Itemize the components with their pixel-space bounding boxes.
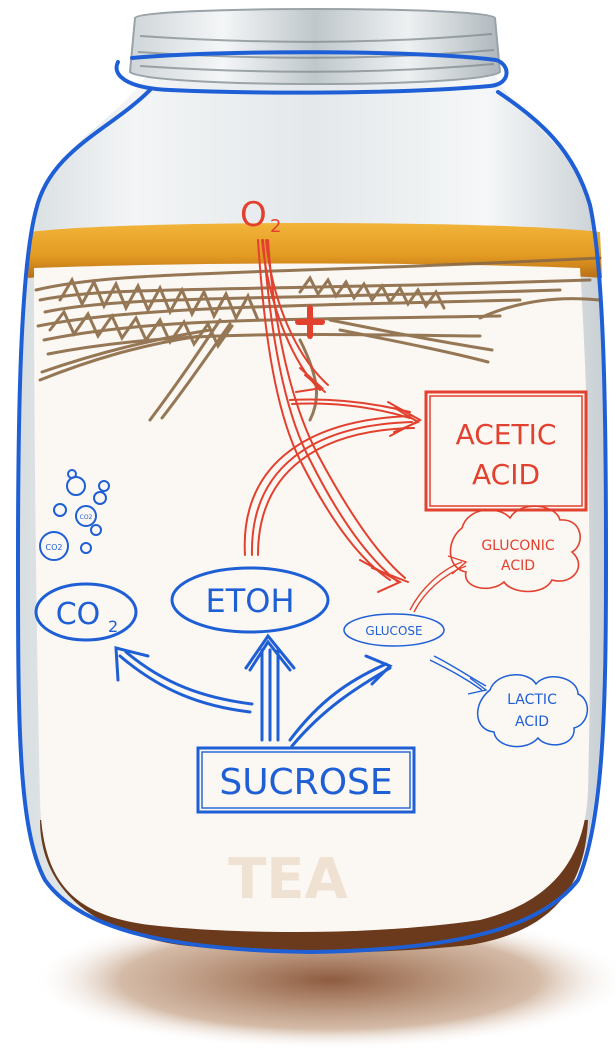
glucose-label: GLUCOSE (365, 624, 422, 638)
co2-subscript: 2 (108, 617, 118, 636)
lactic-acid-line2: ACID (515, 714, 549, 730)
lactic-acid-line1: LACTIC (507, 692, 557, 708)
gluconic-acid-line1: GLUCONIC (481, 538, 555, 554)
oxygen-subscript: 2 (270, 216, 281, 237)
gluconic-acid-line2: ACID (501, 558, 535, 574)
tea-watermark: TEA (228, 847, 348, 912)
oxygen-label: O (240, 195, 267, 235)
acetic-acid-line2: ACID (472, 458, 540, 491)
acetic-acid-line1: ACETIC (456, 418, 557, 451)
bubble-label-1: CO2 (46, 543, 63, 552)
sucrose-label: SUCROSE (219, 762, 392, 803)
co2-label: CO (56, 597, 101, 632)
etoh-label: ETOH (205, 582, 294, 620)
bubble-label-2: CO2 (80, 514, 93, 521)
